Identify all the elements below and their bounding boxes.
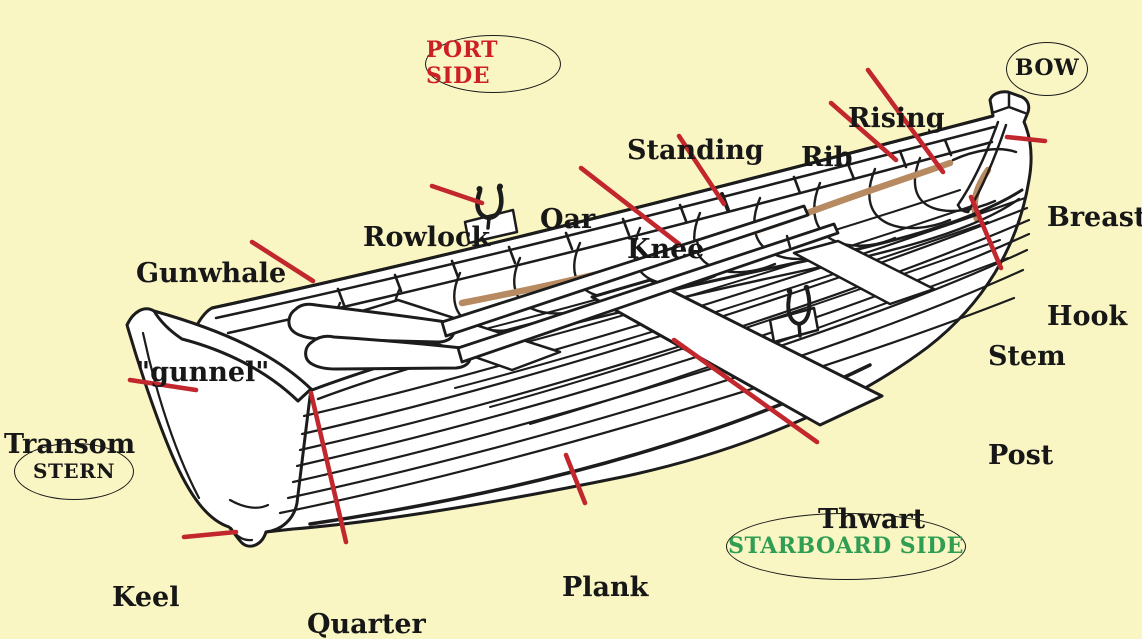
stem-head: [990, 91, 1027, 115]
leader-rib: [828, 100, 899, 163]
oar-aft: [304, 222, 840, 371]
badge-stern: STERN: [14, 443, 134, 500]
leader-oar: [578, 165, 682, 247]
center-thwart: [590, 278, 884, 427]
oars: [287, 204, 840, 371]
label-gunwhale: Gunwhale "gunnel": [136, 258, 287, 388]
label-standing-knee: Standing Knee: [627, 135, 764, 265]
leader-rowlock: [429, 183, 485, 206]
leader-transom: [127, 377, 199, 393]
badge-port-side: PORT SIDE: [425, 35, 561, 93]
transom-panel: [141, 331, 313, 542]
bow-text: BOW: [1014, 55, 1080, 81]
starboard-side-text: STARBOARD SIDE: [728, 532, 964, 559]
leader-stem-post: [968, 194, 1004, 271]
label-transom: Transom: [4, 429, 136, 460]
leader-standing-knee: [676, 133, 727, 207]
stern-text: STERN: [33, 458, 115, 483]
gunwale-frame-ticks: [336, 138, 953, 307]
port-side-text: PORT SIDE: [426, 37, 498, 89]
leader-gunwhale: [249, 239, 316, 284]
leader-lines: [127, 67, 1048, 545]
leader-rising: [865, 67, 946, 175]
quarter-band: [152, 309, 313, 403]
label-keel: Keel: [112, 582, 180, 613]
bow-thwart: [792, 239, 936, 306]
rowlock-starboard: [768, 284, 820, 344]
label-rising: Rising: [848, 103, 945, 134]
leader-thwart: [671, 337, 820, 445]
label-breast-hook: Breast Hook: [1047, 202, 1142, 332]
label-stem-post: Stem Post: [988, 341, 1066, 471]
label-thwart: Thwart: [818, 504, 926, 535]
label-rowlock: Rowlock: [363, 222, 491, 253]
breast-hook: [951, 147, 1018, 162]
label-rib: Rib: [801, 142, 853, 173]
stem-post: [956, 120, 1000, 207]
leader-plank: [563, 452, 588, 506]
badge-bow: BOW: [1006, 42, 1088, 96]
leader-keel: [181, 529, 239, 540]
label-oar: Oar: [540, 204, 596, 235]
leader-breast-hook: [1004, 134, 1048, 144]
label-plank: Plank: [562, 572, 649, 603]
badge-starboard-side: STARBOARD SIDE: [726, 513, 966, 580]
oar-forward: [287, 204, 810, 344]
leader-quarter-knee: [308, 390, 349, 545]
label-quarter-knee: Quarter Knee: [307, 609, 426, 639]
